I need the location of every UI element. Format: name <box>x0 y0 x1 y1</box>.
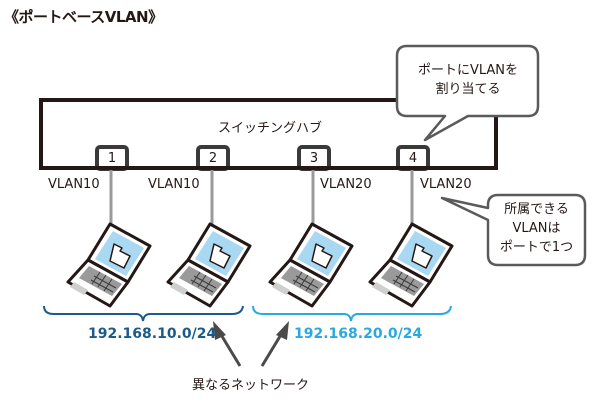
callout-membership-line-1: 所属できる <box>504 202 569 217</box>
callout-membership-bubble <box>440 193 587 267</box>
brace-network-10 <box>43 305 244 322</box>
callout-membership-text: 所属できる VLANは ポートで1つ <box>488 200 585 257</box>
network-20-label: 192.168.20.0/24 <box>294 326 423 342</box>
callout-membership-line-2: VLANは <box>512 221 561 236</box>
callout-assign-text: ポートにVLANを 割り当てる <box>398 61 538 99</box>
laptop-3-icon <box>268 222 354 308</box>
port-2-vlan-label: VLAN10 <box>148 177 200 192</box>
arrow-to-network-10 <box>213 321 242 367</box>
arrow-to-network-20 <box>260 321 289 367</box>
callout-membership-line-3: ポートで1つ <box>499 240 574 255</box>
callout-assign-line-1: ポートにVLANを <box>417 63 519 78</box>
callout-assign-line-2: 割り当てる <box>435 82 501 97</box>
port-4-number: 4 <box>408 151 418 166</box>
callout-assign-bubble <box>395 44 540 142</box>
laptop-2-icon <box>166 222 252 308</box>
port-3-number: 3 <box>309 151 319 166</box>
laptop-1-icon <box>66 222 152 308</box>
port-1-vlan-label: VLAN10 <box>48 177 100 192</box>
switching-hub-label: スイッチングハブ <box>217 121 322 136</box>
network-10-label: 192.168.10.0/24 <box>88 326 217 342</box>
different-networks-caption: 異なるネットワーク <box>192 378 310 393</box>
laptop-4-icon <box>368 222 454 308</box>
port-4-vlan-label: VLAN20 <box>420 177 472 192</box>
port-3-vlan-label: VLAN20 <box>320 177 372 192</box>
port-1-number: 1 <box>107 151 117 166</box>
brace-network-20 <box>252 305 452 322</box>
diagram-title: 《ポートベースVLAN》 <box>4 8 163 26</box>
port-2-number: 2 <box>208 151 218 166</box>
